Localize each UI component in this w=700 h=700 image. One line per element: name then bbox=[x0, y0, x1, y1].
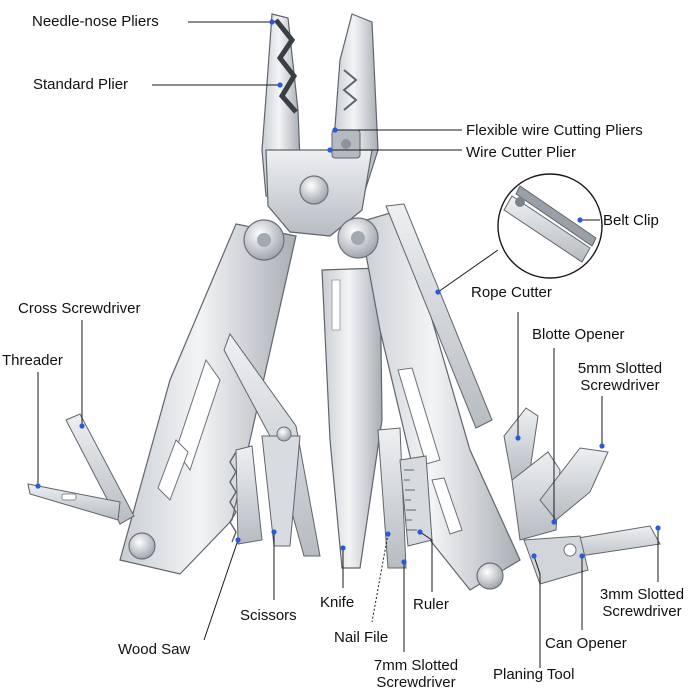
nail-file-blade bbox=[377, 427, 407, 569]
label-cross-screwdriver: Cross Screwdriver bbox=[18, 300, 141, 317]
leader-ruler bbox=[419, 531, 433, 592]
left-handle-cutout bbox=[175, 358, 221, 472]
label-5mm-line-2: Screwdriver bbox=[580, 377, 660, 394]
can-opener-hole bbox=[563, 543, 577, 557]
right-handle-end-pivot bbox=[476, 562, 504, 590]
dot-wire-cutter bbox=[327, 147, 333, 153]
label-threader: Threader bbox=[2, 352, 63, 369]
dot-can-opener bbox=[579, 553, 585, 559]
dot-flex-wire bbox=[332, 127, 338, 133]
belt-clip-bar bbox=[515, 185, 597, 247]
dot-knife bbox=[340, 545, 346, 551]
dot-belt-clip bbox=[577, 217, 583, 223]
can-opener-blade bbox=[523, 535, 589, 585]
dot-cross-screwdriver bbox=[79, 423, 85, 429]
knife-nail-nick bbox=[331, 279, 341, 331]
label-7mm-line-1: 7mm Slotted bbox=[373, 657, 459, 674]
dot-wood-saw bbox=[235, 537, 241, 543]
belt-clip-image bbox=[503, 195, 591, 263]
slotted-5mm-blade bbox=[539, 447, 609, 521]
dot-belt-clip-inset bbox=[435, 289, 441, 295]
dot-threader bbox=[35, 483, 41, 489]
wire-cutter-screw bbox=[341, 139, 351, 149]
right-pivot-screw bbox=[351, 231, 365, 245]
scissors-pivot bbox=[276, 426, 292, 442]
label-ruler: Ruler bbox=[413, 596, 449, 613]
belt-clip-screw bbox=[515, 197, 525, 207]
jaw-serration bbox=[274, 18, 298, 114]
threader-eye bbox=[61, 493, 77, 501]
left-pivot-screw bbox=[257, 233, 271, 247]
label-5mm-slotted-screwdriver: 5mm Slotted Screwdriver bbox=[556, 360, 684, 394]
scissors-blade-b bbox=[261, 435, 301, 547]
leader-dots bbox=[35, 19, 661, 565]
dot-needle-nose bbox=[269, 19, 275, 25]
jaw-teeth bbox=[342, 69, 358, 111]
dot-3mm-slotted bbox=[655, 525, 661, 531]
cross-screwdriver-blade bbox=[65, 413, 135, 525]
scissors-blade-a bbox=[223, 332, 321, 557]
right-handle bbox=[359, 209, 521, 591]
label-standard-plier: Standard Plier bbox=[33, 76, 129, 93]
label-wire-cutter-plier: Wire Cutter Plier bbox=[466, 144, 577, 161]
label-7mm-slotted-screwdriver: 7mm Slotted Screwdriver bbox=[356, 657, 476, 691]
saw-teeth bbox=[229, 451, 237, 543]
right-handle-cutout-2 bbox=[431, 477, 463, 535]
label-7mm-line-2: Screwdriver bbox=[376, 674, 456, 691]
left-handle-cutout-2 bbox=[157, 439, 189, 501]
label-rope-cutter: Rope Cutter bbox=[471, 284, 552, 301]
dot-planing-tool bbox=[531, 553, 537, 559]
leader-planing-tool bbox=[533, 555, 541, 668]
leader-lines bbox=[37, 21, 659, 668]
label-3mm-line-2: Screwdriver bbox=[602, 603, 682, 620]
label-scissors: Scissors bbox=[240, 607, 297, 624]
label-5mm-line-1: 5mm Slotted bbox=[577, 360, 663, 377]
label-needle-nose-pliers: Needle-nose Pliers bbox=[32, 13, 159, 30]
label-3mm-slotted-screwdriver: 3mm Slotted Screwdriver bbox=[584, 586, 700, 620]
rope-cutter-bar bbox=[385, 203, 493, 429]
leader-nail-file bbox=[371, 533, 389, 623]
dot-7mm-slotted bbox=[401, 559, 407, 565]
wood-saw-blade bbox=[235, 445, 263, 545]
knife-blade bbox=[321, 267, 383, 569]
leader-belt-clip-inset bbox=[437, 249, 499, 293]
label-blotte-opener: Blotte Opener bbox=[532, 326, 625, 343]
label-knife: Knife bbox=[320, 594, 355, 611]
dot-blotte-opener bbox=[551, 519, 557, 525]
label-wood-saw: Wood Saw bbox=[118, 641, 191, 658]
dot-nail-file bbox=[385, 531, 391, 537]
right-handle-cutout bbox=[397, 367, 441, 465]
label-can-opener: Can Opener bbox=[545, 635, 627, 652]
dot-scissors bbox=[271, 529, 277, 535]
ruler-ticks bbox=[404, 469, 417, 531]
jaw-pivot bbox=[299, 175, 329, 205]
label-nail-file: Nail File bbox=[334, 629, 389, 646]
label-planing-tool: Planing Tool bbox=[493, 666, 575, 683]
label-3mm-line-1: 3mm Slotted bbox=[599, 586, 685, 603]
dot-5mm-slotted bbox=[599, 443, 605, 449]
dot-ruler bbox=[417, 529, 423, 535]
rope-cutter-hook bbox=[503, 407, 539, 481]
dot-standard-plier bbox=[277, 82, 283, 88]
dot-rope-cutter bbox=[515, 435, 521, 441]
label-flexible-wire-cutting-pliers: Flexible wire Cutting Pliers bbox=[466, 122, 643, 139]
label-belt-clip: Belt Clip bbox=[603, 212, 659, 229]
left-handle-end-pivot bbox=[128, 532, 156, 560]
leader-wood-saw bbox=[203, 539, 239, 641]
threader-blade bbox=[27, 483, 121, 521]
